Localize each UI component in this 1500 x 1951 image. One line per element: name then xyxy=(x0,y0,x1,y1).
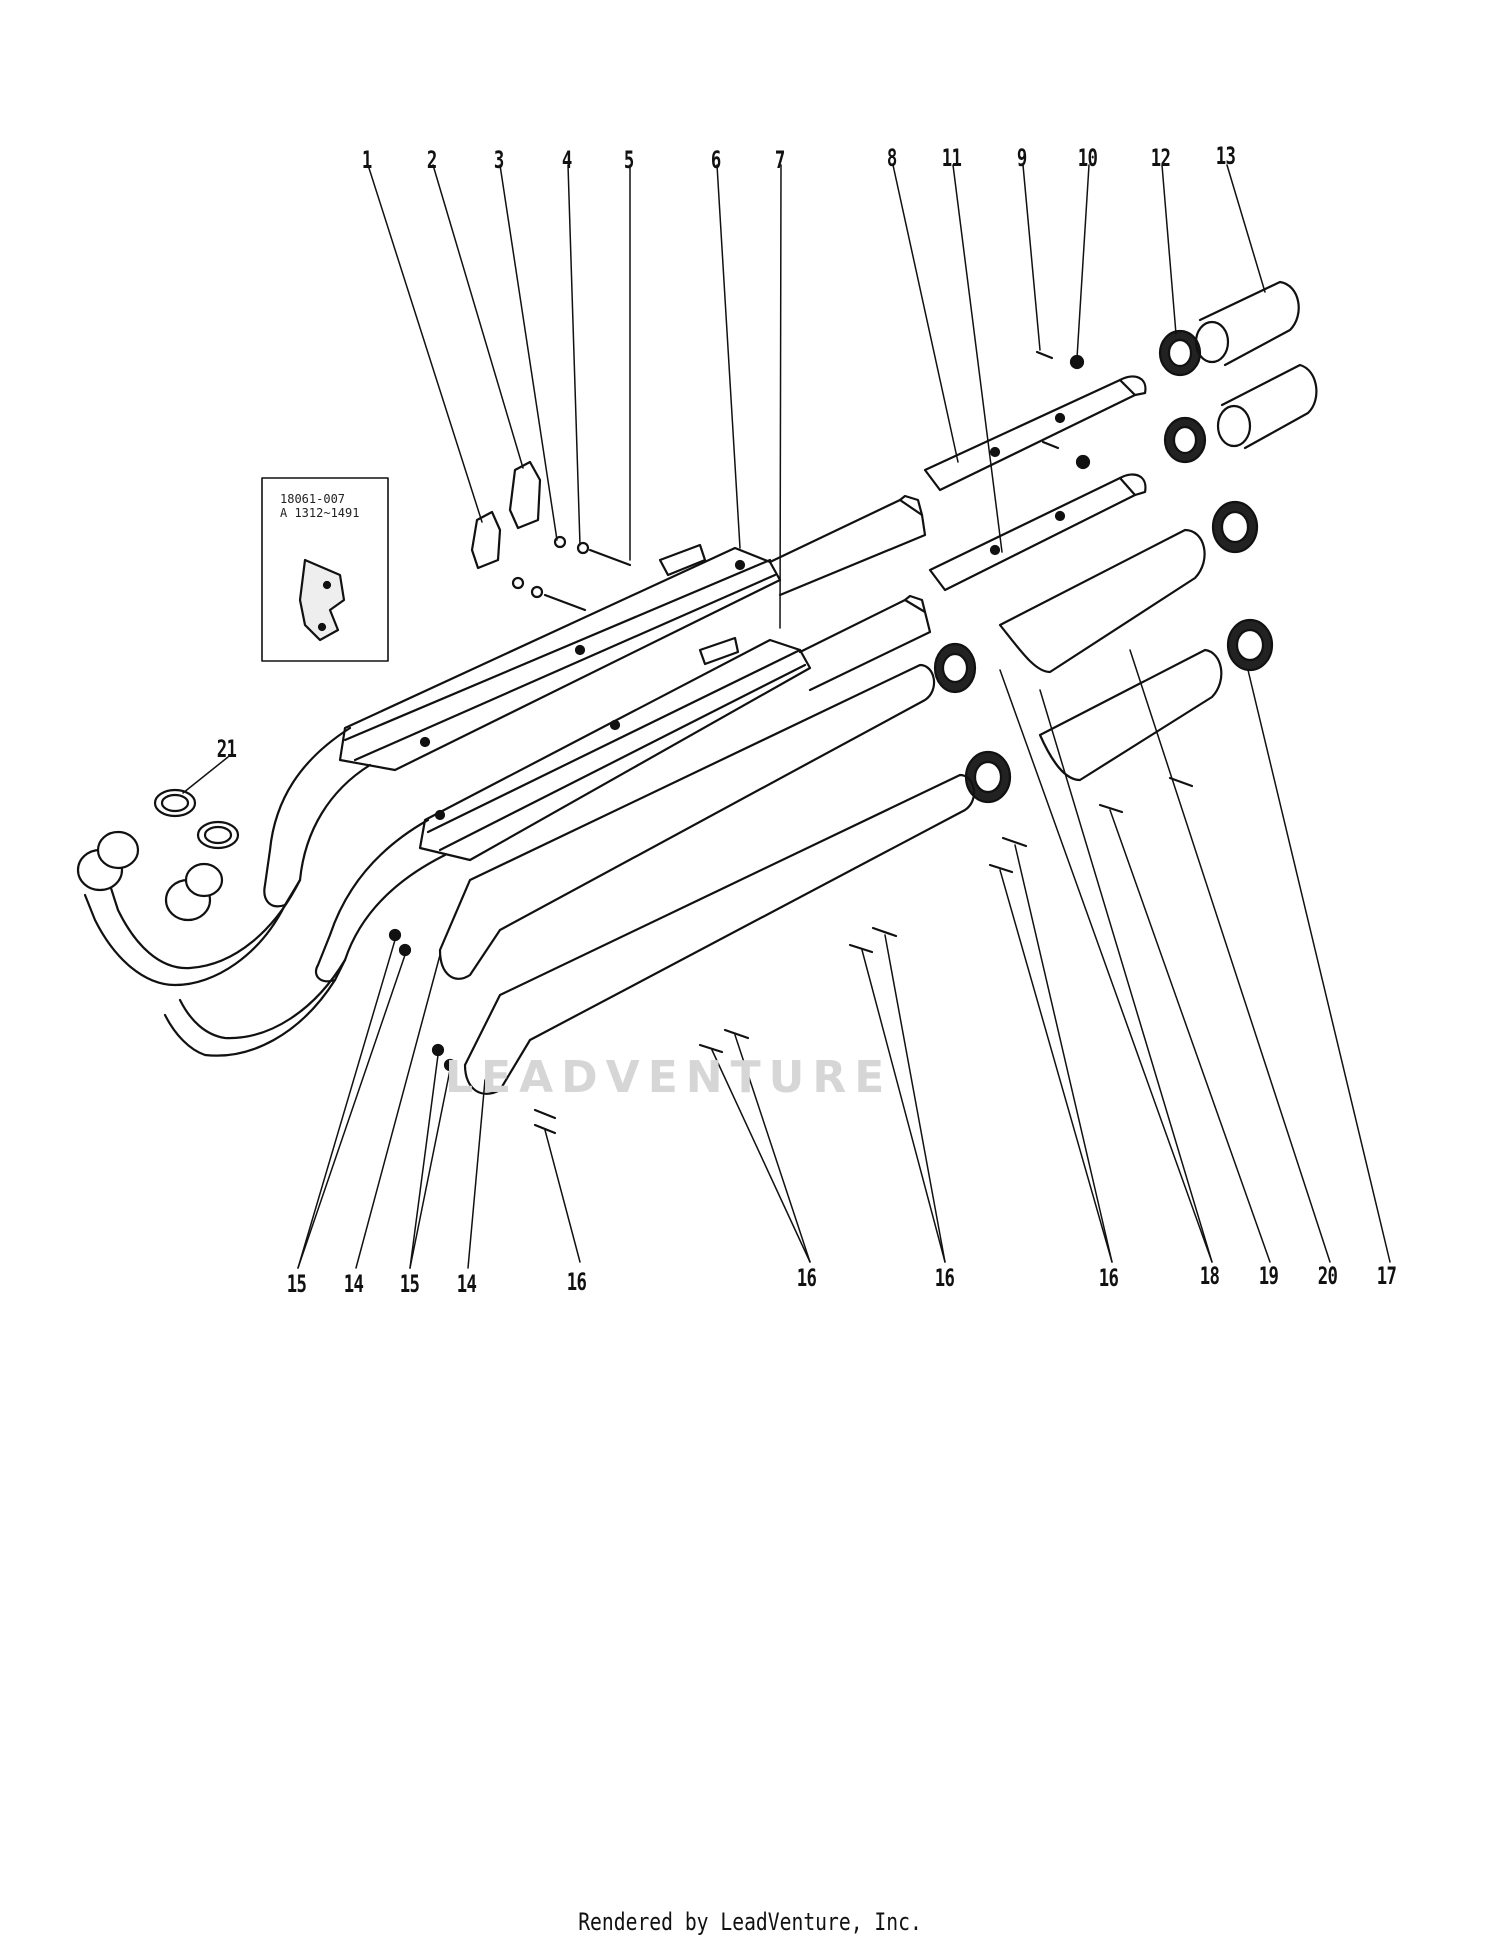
callout-10: 10 xyxy=(1077,144,1098,172)
brackets xyxy=(470,460,632,612)
callout-3: 3 xyxy=(493,146,504,174)
inset-detail xyxy=(261,477,389,662)
callout-18: 18 xyxy=(1199,1262,1220,1290)
callout-4: 4 xyxy=(561,146,572,174)
callout-16b: 16 xyxy=(796,1264,817,1292)
callout-15a: 15 xyxy=(286,1270,307,1298)
callout-15b: 15 xyxy=(399,1270,420,1298)
inset-serial-range: A 1312~1491 xyxy=(280,506,360,520)
callout-21: 21 xyxy=(216,735,237,763)
callout-1: 1 xyxy=(361,146,372,174)
inset-part-number: 18061-007 xyxy=(280,492,346,506)
perforated-end-covers xyxy=(998,528,1223,782)
callout-16c: 16 xyxy=(934,1264,955,1292)
callout-8: 8 xyxy=(886,144,897,172)
callout-7: 7 xyxy=(774,146,785,174)
callout-16a: 16 xyxy=(566,1268,587,1296)
heat-shields xyxy=(438,663,976,1095)
callout-16d: 16 xyxy=(1098,1264,1119,1292)
callout-14a: 14 xyxy=(343,1270,364,1298)
upper-muffler xyxy=(263,494,927,908)
callout-9: 9 xyxy=(1016,144,1027,172)
lower-muffler xyxy=(314,594,932,983)
header-pipes xyxy=(76,830,347,1057)
callout-17: 17 xyxy=(1376,1262,1397,1290)
callout-14b: 14 xyxy=(456,1270,477,1298)
baffle-tubes xyxy=(923,375,1147,592)
callout-2: 2 xyxy=(426,146,437,174)
leader-lines xyxy=(182,164,1391,1269)
rings-and-caps xyxy=(933,280,1318,804)
callout-11: 11 xyxy=(941,144,962,172)
callout-12: 12 xyxy=(1150,144,1171,172)
callout-13: 13 xyxy=(1215,142,1236,170)
mounting-screws xyxy=(388,776,1194,1135)
watermark: LEADVENTURE xyxy=(445,1052,893,1103)
small-screws xyxy=(1035,350,1091,470)
gaskets xyxy=(153,788,240,850)
callout-5: 5 xyxy=(623,146,634,174)
callout-6: 6 xyxy=(710,146,721,174)
footer-credit: Rendered by LeadVenture, Inc. xyxy=(578,1908,922,1936)
callout-20: 20 xyxy=(1317,1262,1338,1290)
callout-19: 19 xyxy=(1258,1262,1279,1290)
